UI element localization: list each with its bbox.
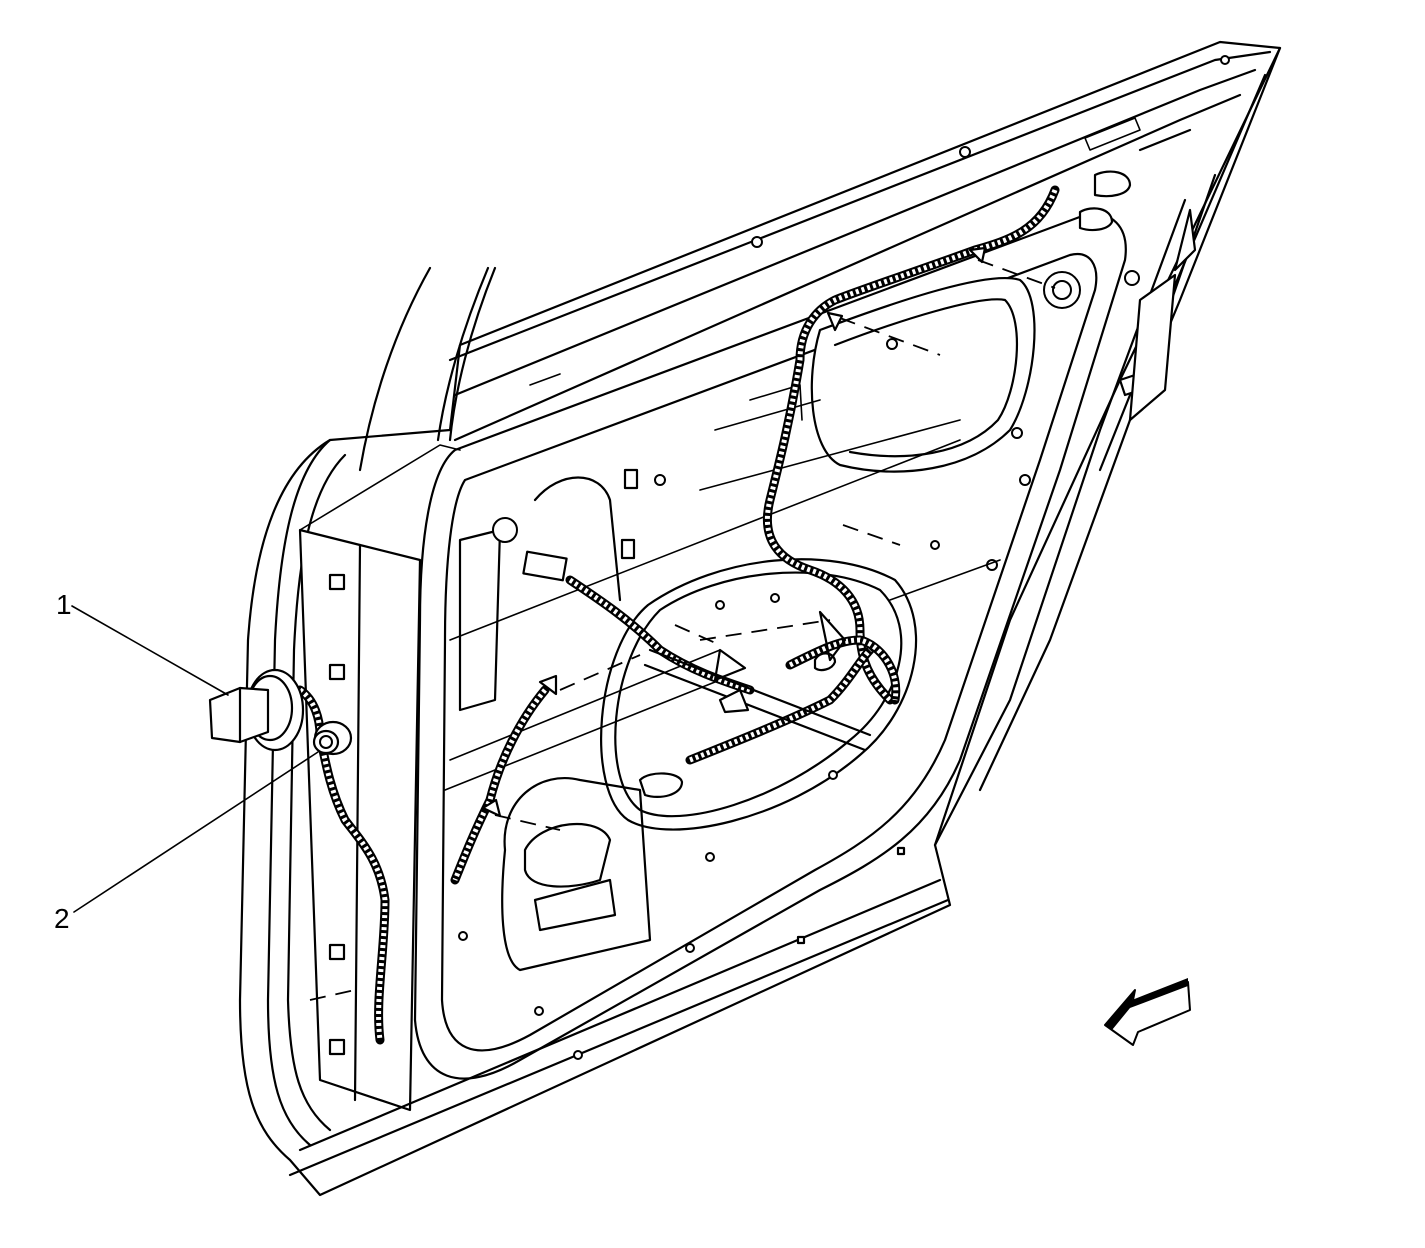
callout-1-leader [71, 605, 229, 696]
callout-2: 2 [54, 751, 319, 934]
component-2-grommet [312, 720, 353, 756]
callout-number-1: 1 [56, 589, 72, 620]
component-1-connector [208, 668, 305, 752]
callout-number-2: 2 [54, 903, 70, 934]
callout-2-leader [73, 751, 319, 913]
callout-1: 1 [56, 589, 229, 696]
harness-connectors [481, 170, 1132, 818]
installation-dashed-lines [309, 259, 1056, 1001]
front-direction-arrow-icon [1104, 978, 1191, 1046]
inner-panel [413, 213, 1127, 1080]
